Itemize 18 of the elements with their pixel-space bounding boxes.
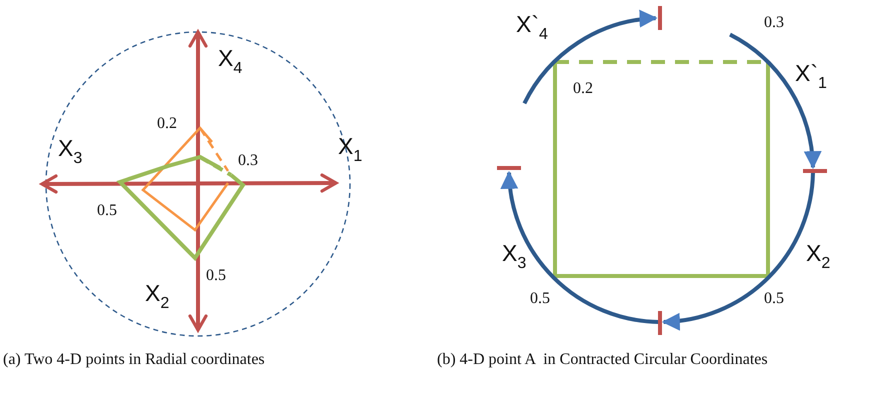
axis-label: X`$_{1}$ bbox=[795, 61, 827, 93]
value-label: 0.3 bbox=[238, 152, 258, 170]
value-label: 0.5 bbox=[97, 202, 117, 220]
axis-label: X$_{3}$ bbox=[58, 136, 82, 168]
value-label: 0.5 bbox=[530, 290, 550, 308]
value-label: 0.3 bbox=[764, 14, 784, 32]
value-label: 0.5 bbox=[206, 267, 226, 285]
value-label: 0.5 bbox=[764, 290, 784, 308]
axis-label: X$_{2}$ bbox=[145, 281, 170, 313]
axis-label: X$_{1}$ bbox=[338, 134, 362, 166]
figure-caption: (a) Two 4-D points in Radial coordinates bbox=[3, 351, 265, 369]
axis-label: X$_{2}$ bbox=[806, 241, 830, 273]
figure-caption: (b) 4-D point A in Contracted Circular Coordinates bbox=[437, 351, 769, 369]
axis-label: X$_{4}$ bbox=[218, 46, 242, 78]
value-label: 0.2 bbox=[573, 80, 593, 98]
axis-label: X$_{3}$ bbox=[502, 241, 526, 273]
value-label: 0.2 bbox=[157, 115, 177, 133]
axis-label: X`$_{4}$ bbox=[516, 12, 548, 44]
